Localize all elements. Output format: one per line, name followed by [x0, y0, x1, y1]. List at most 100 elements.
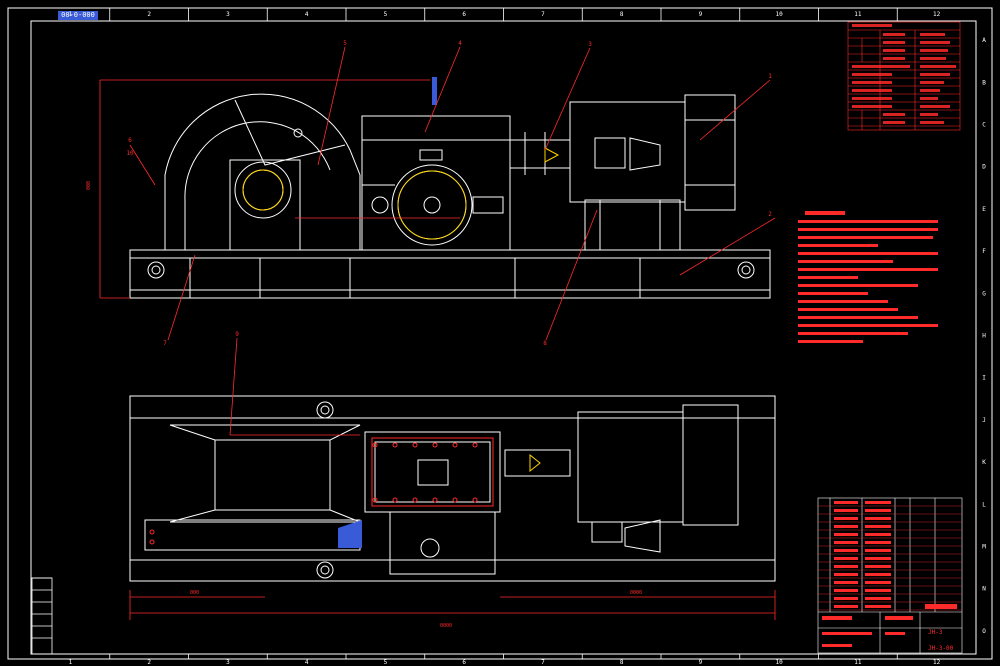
parts-list-entry [865, 541, 891, 544]
column-label: 11 [854, 659, 862, 666]
column-label: 7 [541, 659, 545, 666]
parts-list-entry [865, 509, 891, 512]
column-label: 2 [147, 11, 151, 18]
column-label: 6 [462, 11, 466, 18]
part-balloon: 8 [543, 340, 547, 347]
parts-list-entry [834, 517, 858, 520]
part-balloon: 9 [235, 331, 239, 338]
svg-text:0000: 0000 [440, 623, 452, 629]
parts-list-entry [865, 525, 891, 528]
column-label: 4 [305, 11, 309, 18]
parts-list-entry [865, 581, 891, 584]
column-label: 10 [776, 659, 784, 666]
parts-list-entry [865, 533, 891, 536]
parts-list-entry [834, 565, 858, 568]
column-label: 5 [384, 659, 388, 666]
column-label: 1 [69, 11, 73, 18]
row-label: K [982, 459, 986, 466]
row-label: D [982, 164, 986, 171]
row-label: G [982, 290, 986, 297]
drawing-number: JH-3 [928, 629, 943, 636]
column-label: 12 [933, 659, 941, 666]
parts-list-entry [834, 509, 858, 512]
row-label: I [982, 375, 986, 382]
parts-list-entry [865, 573, 891, 576]
sheet-reference: JH-3-00 [928, 645, 954, 652]
column-label: 8 [620, 11, 624, 18]
parts-list-rows [818, 501, 962, 611]
part-balloon: 6 [128, 137, 132, 144]
column-label: 4 [305, 659, 309, 666]
svg-text:000: 000 [86, 181, 92, 190]
parts-list-entry [865, 501, 891, 504]
column-label: 11 [854, 11, 862, 18]
parts-list-entry [834, 597, 858, 600]
column-label: 3 [226, 659, 230, 666]
row-label: O [982, 628, 986, 635]
row-label: N [982, 586, 986, 593]
parts-list-entry [865, 517, 891, 520]
column-label: 8 [620, 659, 624, 666]
parts-list-entry [834, 581, 858, 584]
parts-list-entry [865, 549, 891, 552]
svg-text:000: 000 [190, 590, 199, 596]
column-label: 9 [699, 11, 703, 18]
part-balloon: 10 [126, 150, 134, 157]
parts-list-entry [865, 557, 891, 560]
svg-text:0000: 0000 [630, 590, 642, 596]
column-label: 7 [541, 11, 545, 18]
parts-list-entry [865, 605, 891, 608]
column-ticks [109, 8, 898, 659]
part-balloon: 1 [768, 73, 772, 80]
row-label: L [982, 501, 986, 508]
parts-list-entry [834, 541, 858, 544]
column-label: 5 [384, 11, 388, 18]
parts-list-entry [834, 589, 858, 592]
plan-view [129, 395, 776, 582]
column-label: 6 [462, 659, 466, 666]
parts-list [817, 497, 963, 654]
row-label: H [982, 333, 986, 340]
drawing-stamp: 00-0-000 [58, 11, 98, 20]
parts-list-entry [834, 573, 858, 576]
parts-list-entry [865, 565, 891, 568]
spec-table-text [852, 24, 956, 124]
parts-list-entry [865, 597, 891, 600]
row-label: F [982, 248, 986, 255]
part-balloon: 3 [588, 41, 592, 48]
parts-list-entry [834, 525, 858, 528]
plan-red-bolts [149, 437, 494, 545]
elevation-yellow [242, 147, 560, 240]
parts-list-entry [834, 501, 858, 504]
part-balloons: 1 2 3 4 5 6 7 8 9 10 [126, 40, 772, 347]
row-label: B [982, 79, 986, 86]
column-label: 2 [147, 659, 151, 666]
tech-requirements [798, 211, 938, 343]
part-balloon: 4 [458, 40, 462, 47]
column-label: 10 [776, 11, 784, 18]
part-balloon: 2 [768, 211, 772, 218]
parts-list-entry [865, 589, 891, 592]
plan-yellow [529, 453, 541, 473]
row-label: M [982, 544, 986, 551]
column-label: 1 [69, 659, 73, 666]
part-balloon: 5 [343, 40, 347, 47]
plan-blue [338, 520, 362, 548]
spec-table [847, 21, 961, 131]
parts-list-entry [834, 557, 858, 560]
row-label: J [982, 417, 986, 424]
parts-list-entry [834, 605, 858, 608]
parts-list-text [822, 604, 957, 647]
part-balloon: 7 [163, 340, 167, 347]
row-label: A [982, 37, 986, 44]
dimension-lines [99, 46, 776, 620]
column-label: 3 [226, 11, 230, 18]
dimension-text: 000 0000 000 0000 [86, 181, 642, 629]
row-label: C [982, 122, 986, 129]
parts-list-entry [834, 549, 858, 552]
column-label: 9 [699, 659, 703, 666]
column-label: 12 [933, 11, 941, 18]
